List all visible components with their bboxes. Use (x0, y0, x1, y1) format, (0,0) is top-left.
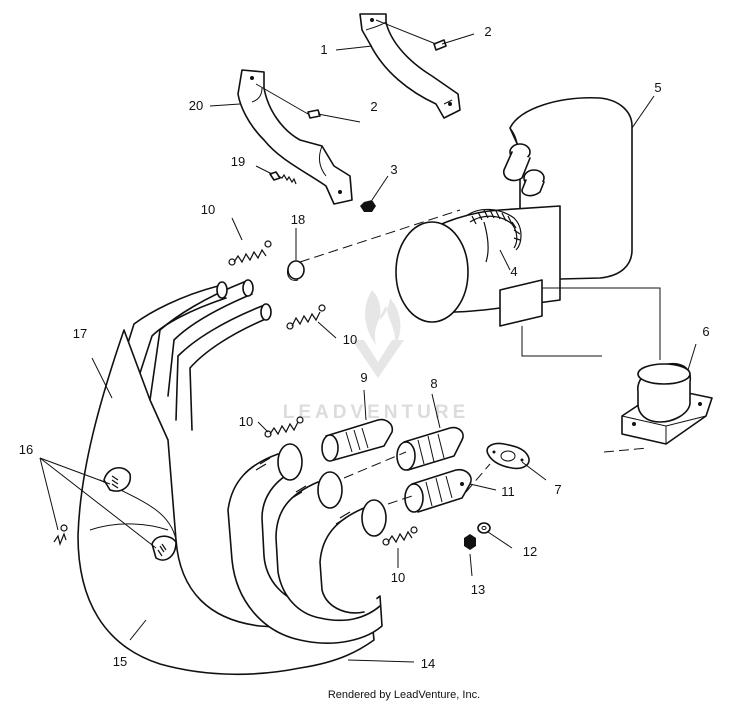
spring-part-16-c (53, 524, 68, 546)
coupler-part-9 (321, 418, 394, 462)
callout-10-b: 10 (343, 332, 357, 347)
callout-15: 15 (113, 654, 127, 669)
callout-5: 5 (654, 80, 661, 95)
callout-20: 20 (189, 98, 203, 113)
callout-2-upper: 2 (484, 24, 491, 39)
callout-9: 9 (360, 370, 367, 385)
spring-clamp-part-4 (465, 208, 522, 263)
callout-7: 7 (554, 482, 561, 497)
bracket-part-20 (237, 69, 353, 205)
spring-part-16-b (151, 535, 177, 561)
clamp-part-18 (287, 260, 305, 281)
washer-part-12 (477, 522, 491, 534)
nut-part-13 (464, 534, 476, 550)
header-pipes-part-14 (227, 443, 387, 644)
callout-3: 3 (390, 162, 397, 177)
callout-12: 12 (523, 544, 537, 559)
spring-part-10-c (264, 416, 304, 438)
callout-8: 8 (430, 376, 437, 391)
callout-4: 4 (510, 264, 517, 279)
callout-10-c: 10 (239, 414, 253, 429)
spring-part-10-b (286, 304, 326, 330)
spring-part-10-d (382, 526, 418, 546)
muffler-part-5 (395, 96, 633, 327)
callout-10-a: 10 (201, 202, 215, 217)
gasket-part-7 (486, 442, 530, 470)
coupler-part-8 (396, 426, 464, 471)
spring-part-16-a (103, 467, 132, 492)
callout-18: 18 (291, 212, 305, 227)
callout-16: 16 (19, 442, 33, 457)
bracket-part-1 (359, 13, 461, 119)
bolt-part-2-lower (307, 109, 321, 119)
coupler-part-11 (404, 468, 472, 513)
callout-2-lower: 2 (370, 99, 377, 114)
callout-13: 13 (471, 582, 485, 597)
callout-6: 6 (702, 324, 709, 339)
spring-part-10-a (228, 240, 272, 266)
callout-14: 14 (421, 656, 435, 671)
watermark-text: LEADVENTURE (283, 402, 470, 423)
nut-part-3 (360, 200, 376, 212)
exhaust-pipes-part-17 (109, 279, 272, 431)
footer-credit: Rendered by LeadVenture, Inc. (328, 689, 480, 701)
callout-17: 17 (73, 326, 87, 341)
callout-10-d: 10 (391, 570, 405, 585)
screw-part-19 (269, 171, 297, 185)
callout-19: 19 (231, 154, 245, 169)
callout-1: 1 (320, 42, 327, 57)
mount-grommet-part-6 (621, 362, 713, 445)
leadventure-watermark-logo (352, 290, 404, 378)
expansion-chamber-part-15 (77, 329, 375, 676)
callout-11: 11 (501, 484, 515, 499)
bolt-part-2-upper (433, 39, 447, 51)
